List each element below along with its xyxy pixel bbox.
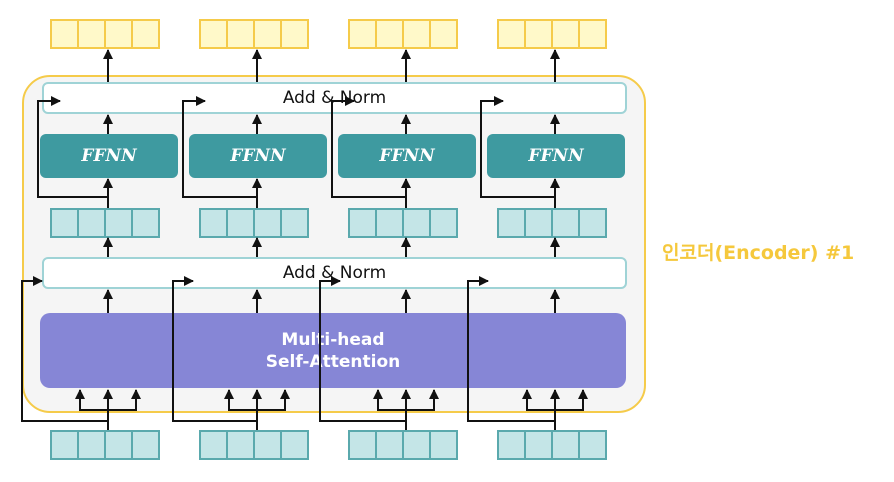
residual-ffnn-2 (182, 96, 257, 198)
input-vector-1 (50, 430, 160, 460)
encoder-label: 인코더(Encoder) #1 (662, 242, 855, 264)
attention-label-line1: Multi-head (281, 329, 385, 350)
arrow-input-to-attention-k-3 (406, 389, 439, 411)
input-vector-3 (348, 430, 458, 460)
add-norm-top: Add & Norm (42, 82, 627, 114)
arrow-input-to-attention-k-4 (555, 389, 588, 411)
residual-attention-2 (172, 276, 257, 422)
output-vector-2 (199, 19, 309, 49)
arrow-input-to-attention-q-3 (373, 389, 406, 411)
arrow-input-to-attention-q-4 (522, 389, 555, 411)
intermediate-vector-3 (348, 208, 458, 238)
ffnn-box-3: FFNN (338, 134, 476, 178)
ffnn-box-2: FFNN (189, 134, 327, 178)
arrow-input-to-attention-k-1 (108, 389, 141, 411)
ffnn-box-1: FFNN (40, 134, 178, 178)
intermediate-vector-4 (497, 208, 607, 238)
output-vector-1 (50, 19, 160, 49)
residual-ffnn-1 (37, 96, 108, 198)
residual-ffnn-4 (480, 96, 555, 198)
add-norm-middle: Add & Norm (42, 257, 627, 289)
residual-attention-4 (467, 276, 555, 422)
input-vector-2 (199, 430, 309, 460)
residual-attention-3 (319, 276, 406, 422)
residual-attention-1 (21, 276, 108, 422)
arrow-input-to-attention-q-1 (75, 389, 108, 411)
multi-head-self-attention: Multi-head Self-Attention (40, 313, 626, 388)
arrow-input-to-attention-q-2 (224, 389, 257, 411)
attention-label-line2: Self-Attention (265, 351, 401, 372)
intermediate-vector-1 (50, 208, 160, 238)
output-vector-4 (497, 19, 607, 49)
ffnn-box-4: FFNN (487, 134, 625, 178)
output-vector-3 (348, 19, 458, 49)
add-norm-top-label: Add & Norm (282, 88, 387, 108)
arrow-input-to-attention-k-2 (257, 389, 290, 411)
input-vector-4 (497, 430, 607, 460)
intermediate-vector-2 (199, 208, 309, 238)
add-norm-middle-label: Add & Norm (282, 263, 387, 283)
residual-ffnn-3 (331, 96, 406, 198)
